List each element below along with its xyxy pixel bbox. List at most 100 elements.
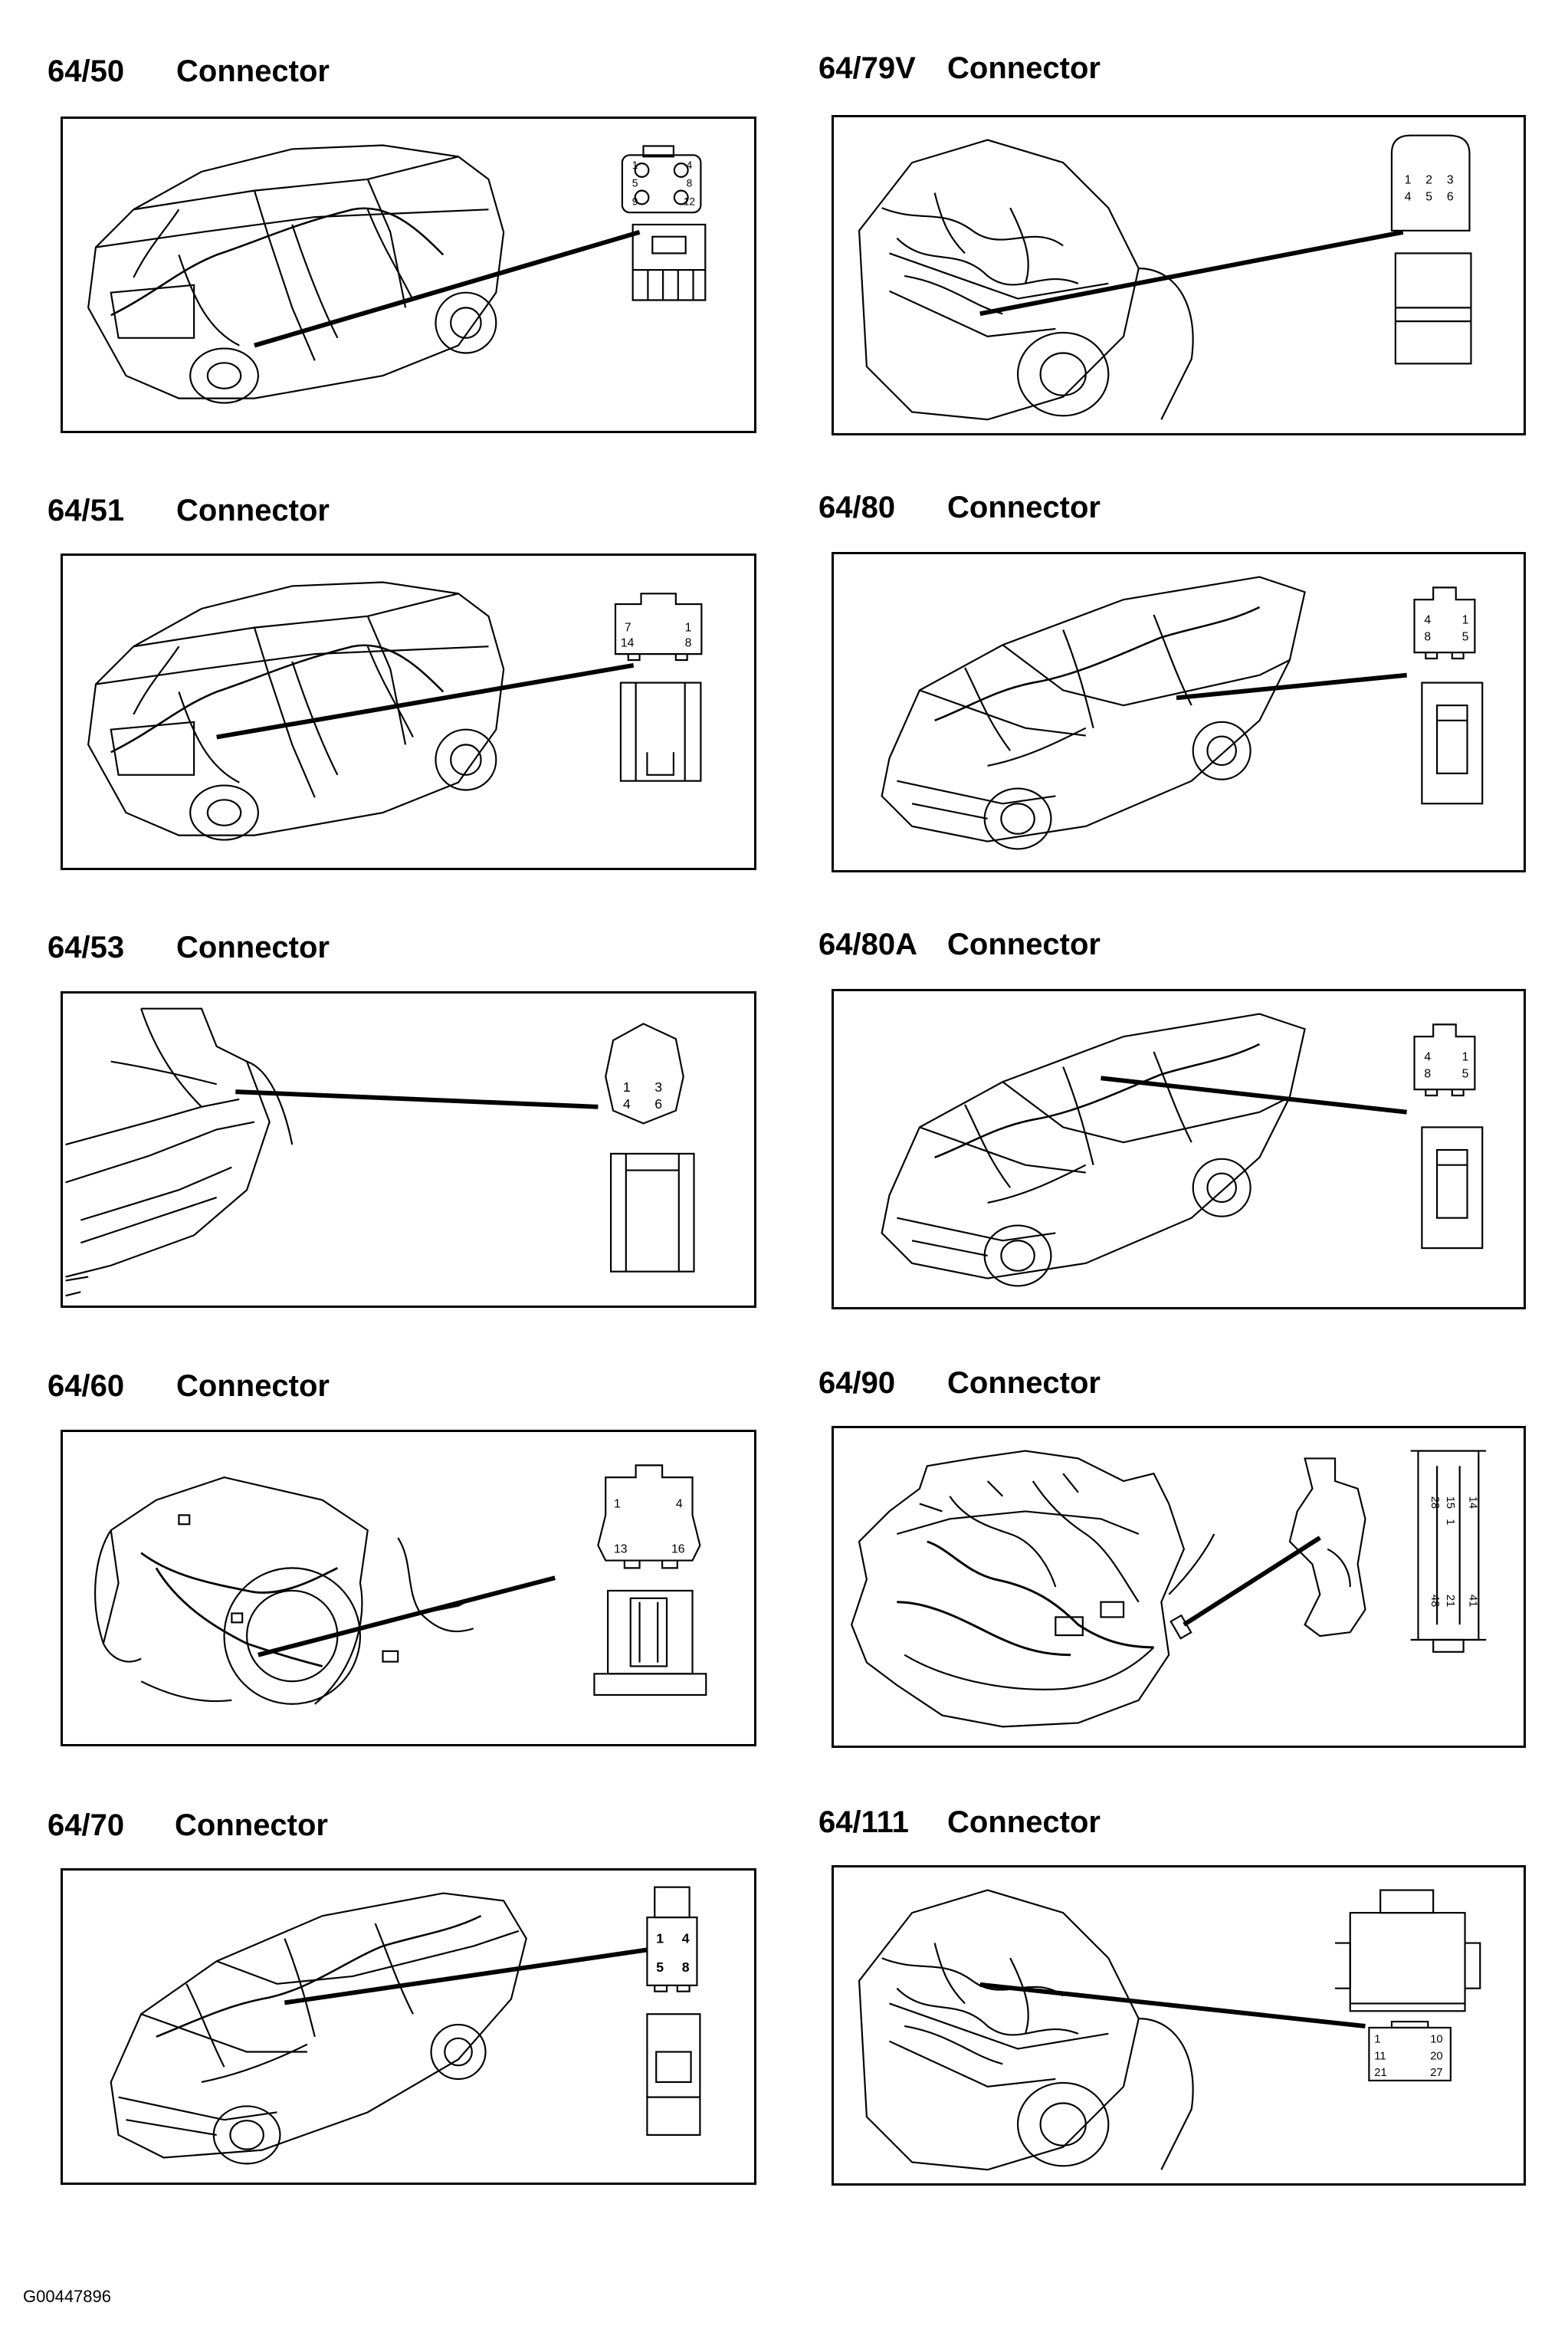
- connector-code: 64/80: [818, 491, 896, 524]
- pin-label: 16: [671, 1543, 685, 1556]
- pin-label: 3: [654, 1079, 662, 1095]
- pin-label: 2: [1425, 174, 1432, 187]
- diagram-title-64-79v: 64/79V Connector: [818, 51, 1101, 86]
- car-illustration: 1 3 4 6: [65, 1007, 695, 1297]
- diagram-panel-64-53: 1 3 4 6: [61, 991, 756, 1308]
- connector-label: Connector: [947, 928, 1101, 961]
- diagram-panel-64-51: 7 1 14 8: [61, 553, 756, 870]
- pin-label: 11: [1374, 2050, 1386, 2062]
- diagram-title-64-80: 64/80 Connector: [818, 490, 1101, 525]
- connector-label: Connector: [947, 1366, 1101, 1400]
- pin-label: 1: [623, 1079, 631, 1095]
- connector-label: Connector: [176, 1369, 330, 1403]
- car-illustration: 1 4 5 8 9 12: [87, 144, 707, 404]
- pin-label: 1: [685, 622, 692, 635]
- diagram-panel-64-70: 1 4 5 8: [61, 1868, 756, 2185]
- pin-label: 5: [1462, 630, 1469, 643]
- diagram-panel-64-80: 4 1 8 5: [832, 552, 1526, 872]
- pin-label: 48: [1429, 1595, 1441, 1607]
- pin-label: 1: [1374, 2034, 1380, 2046]
- pin-label: 3: [1447, 174, 1454, 187]
- pin-label: 15: [1444, 1496, 1456, 1509]
- connector-label: Connector: [947, 1805, 1101, 1839]
- car-illustration: 4 1 8 5: [881, 576, 1484, 850]
- figure-id: G00447896: [23, 2287, 111, 2306]
- pin-label: 4: [676, 1498, 683, 1511]
- pin-label: 1: [656, 1931, 664, 1946]
- diagram-panel-64-79v: 1 2 3 4 5 6: [832, 115, 1526, 435]
- harness-illustration: 1 4 13 16: [94, 1464, 707, 1705]
- diagram-panel-64-50: 1 4 5 8 9 12: [61, 117, 756, 433]
- pin-label: 1: [1462, 614, 1469, 627]
- pin-label: 12: [684, 195, 695, 207]
- connector-label: Connector: [947, 51, 1101, 85]
- connector-label: Connector: [175, 1808, 328, 1842]
- pin-label: 8: [685, 636, 692, 649]
- diagram-title-64-70: 64/70 Connector: [48, 1808, 328, 1843]
- diagram-title-64-111: 64/111 Connector: [818, 1805, 1101, 1840]
- connector-code: 64/70: [48, 1808, 125, 1842]
- pin-label: 4: [1405, 190, 1412, 203]
- diagram-title-64-53: 64/53 Connector: [48, 930, 330, 965]
- car-illustration: 7 1 14 8: [87, 581, 703, 841]
- connector-label: Connector: [176, 494, 330, 527]
- pin-label: 5: [1462, 1067, 1469, 1080]
- car-illustration: 1 10 11 20 21 27: [858, 1889, 1481, 2171]
- pin-label: 20: [1430, 2050, 1442, 2062]
- pin-label: 1: [614, 1498, 621, 1511]
- pin-label: 6: [1447, 190, 1454, 203]
- pin-label: 4: [1424, 614, 1431, 627]
- connector-code: 64/80A: [818, 928, 917, 961]
- car-illustration: 1 2 3 4 5 6: [858, 134, 1472, 421]
- connector-code: 64/60: [48, 1369, 125, 1403]
- diagram-panel-64-60: 1 4 13 16: [61, 1430, 756, 1746]
- diagram-panel-64-111: 1 10 11 20 21 27: [832, 1865, 1526, 2186]
- pin-label: 14: [1467, 1496, 1479, 1509]
- connector-code: 64/111: [818, 1805, 909, 1839]
- diagram-panel-64-80a: 4 1 8 5: [832, 989, 1526, 1309]
- pin-label: 4: [687, 159, 693, 171]
- pin-label: 10: [1430, 2034, 1442, 2046]
- pin-label: 4: [623, 1096, 631, 1112]
- pin-label: 6: [654, 1096, 662, 1112]
- pin-label: 5: [632, 178, 638, 189]
- diagram-title-64-90: 64/90 Connector: [818, 1365, 1101, 1401]
- pin-label: 14: [621, 636, 635, 649]
- pin-label: 1: [632, 159, 638, 171]
- pin-label: 5: [1425, 190, 1432, 203]
- diagram-title-64-51: 64/51 Connector: [48, 493, 330, 528]
- pin-label: 28: [1429, 1496, 1441, 1509]
- connector-code: 64/90: [818, 1366, 896, 1400]
- pin-label: 21: [1444, 1595, 1456, 1607]
- pin-label: 1: [1462, 1051, 1469, 1064]
- pin-label: 41: [1467, 1595, 1479, 1607]
- connector-code: 64/51: [48, 494, 125, 527]
- pin-label: 13: [614, 1543, 628, 1556]
- engine-harness-illustration: 15 1 28 14 21 41 48: [851, 1450, 1487, 1728]
- pin-label: 9: [632, 195, 638, 207]
- pin-label: 4: [1424, 1051, 1431, 1064]
- connector-code: 64/79V: [818, 51, 916, 85]
- pin-labels-rotated: 15 1 28 14 21 41 48: [1429, 1496, 1478, 1608]
- connector-code: 64/53: [48, 931, 125, 964]
- pin-label: 8: [682, 1959, 690, 1975]
- car-illustration: 1 4 5 8: [110, 1886, 701, 2165]
- connector-label: Connector: [947, 491, 1101, 524]
- diagram-title-64-60: 64/60 Connector: [48, 1368, 330, 1404]
- pin-label: 1: [1405, 174, 1412, 187]
- pin-label: 7: [625, 622, 631, 635]
- diagram-title-64-80a: 64/80A Connector: [818, 927, 1101, 962]
- diagram-panel-64-90: 15 1 28 14 21 41 48: [832, 1426, 1526, 1748]
- pin-label: 21: [1374, 2067, 1386, 2079]
- pin-label: 4: [682, 1931, 690, 1946]
- pin-label: 27: [1430, 2067, 1442, 2079]
- connector-label: Connector: [176, 931, 330, 964]
- car-illustration: 4 1 8 5: [881, 1013, 1484, 1287]
- pin-label: 1: [1444, 1519, 1456, 1525]
- pin-label: 8: [1424, 1067, 1431, 1080]
- pin-label: 8: [1424, 630, 1431, 643]
- pin-label: 5: [656, 1959, 664, 1975]
- pin-label: 8: [687, 178, 693, 189]
- connector-code: 64/50: [48, 54, 125, 88]
